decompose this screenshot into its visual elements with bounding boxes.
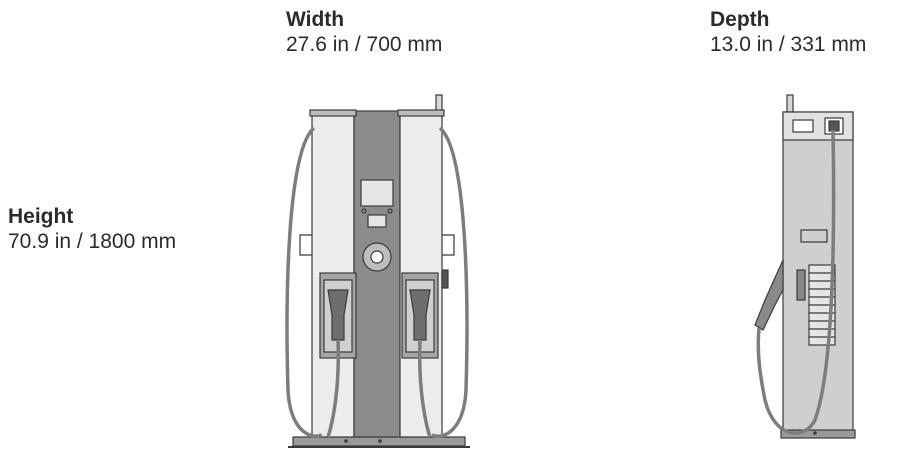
side-cable xyxy=(756,129,836,435)
depth-value: 13.0 in / 331 mm xyxy=(710,33,867,57)
height-label: Height xyxy=(8,205,74,228)
display-screen xyxy=(360,179,394,207)
center-panel xyxy=(353,110,401,438)
width-value: 27.6 in / 700 mm xyxy=(286,33,443,57)
height-dimension: Height 70.9 in / 1800 mm xyxy=(8,204,176,254)
left-connector xyxy=(327,289,349,341)
depth-dimension: Depth 13.0 in / 331 mm xyxy=(710,7,866,57)
side-connector xyxy=(754,259,784,331)
charger-side-view xyxy=(754,94,856,439)
depth-label: Depth xyxy=(710,8,770,31)
charger-front-view xyxy=(285,94,470,448)
height-value: 70.9 in / 1800 mm xyxy=(8,230,177,254)
card-reader xyxy=(367,214,387,228)
charging-cables xyxy=(285,126,469,438)
width-label: Width xyxy=(286,8,345,31)
width-dimension: Width 27.6 in / 700 mm xyxy=(286,7,442,57)
right-connector xyxy=(409,289,431,341)
